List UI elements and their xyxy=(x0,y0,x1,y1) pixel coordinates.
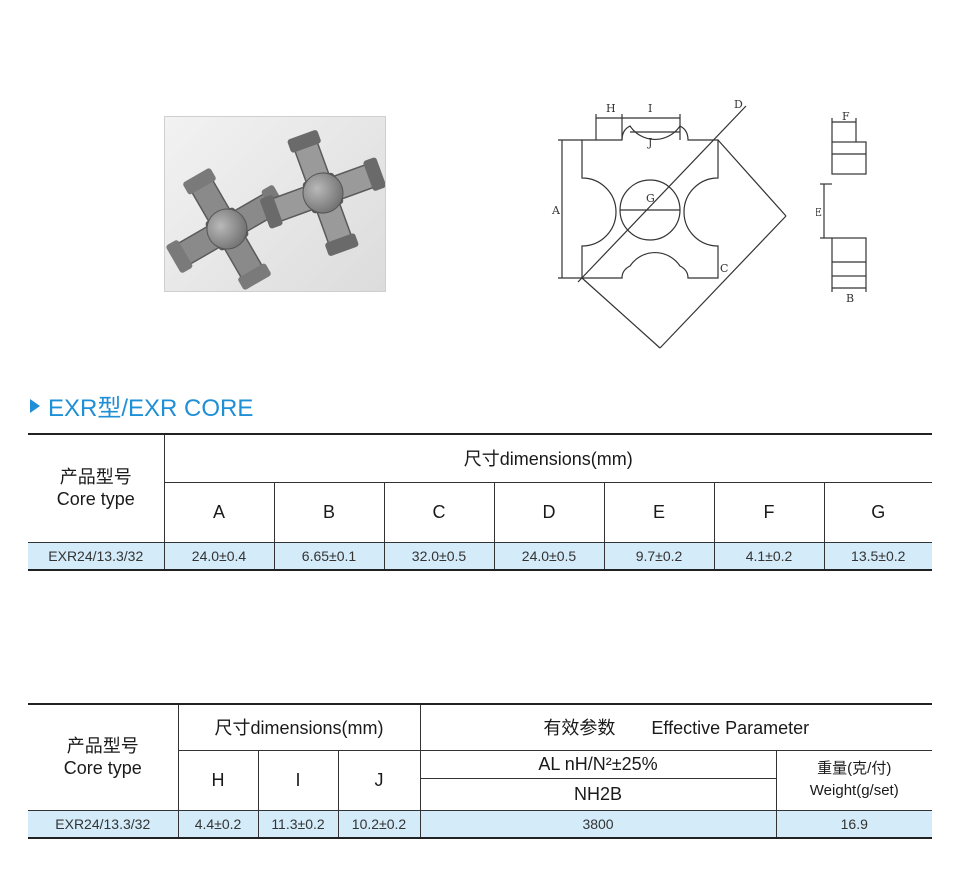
core-photo-graphic xyxy=(166,130,385,290)
triangle-arrow-icon xyxy=(30,398,40,413)
weight-en: Weight(g/set) xyxy=(809,782,899,799)
col-header-h: H xyxy=(177,749,259,811)
section-title-text: EXR型/EXR CORE xyxy=(48,395,254,422)
cell-b: 6.65±0.1 xyxy=(273,541,385,571)
label-f: F xyxy=(842,110,850,123)
effective-parameter-header: 有效参数 Effective Parameter xyxy=(419,703,933,751)
dimensions-header: 尺寸dimensions(mm) xyxy=(163,433,932,483)
col-header-j: J xyxy=(337,749,421,811)
col-header-e: E xyxy=(603,481,715,543)
material-header: NH2B xyxy=(419,777,777,811)
core-type-en-2: Core type xyxy=(63,758,142,779)
col-header-g: G xyxy=(823,481,932,543)
label-j: J xyxy=(647,136,652,149)
product-photo xyxy=(164,116,386,292)
col-header-d: D xyxy=(493,481,605,543)
core-type-en: Core type xyxy=(56,489,135,510)
label-c: C xyxy=(720,262,728,275)
cell-g: 13.5±0.2 xyxy=(823,541,932,571)
core-type-header-2: 产品型号 Core type xyxy=(28,703,179,811)
dimensions-header-2: 尺寸dimensions(mm) xyxy=(177,703,421,751)
section-title: EXR型/EXR CORE xyxy=(30,388,253,423)
label-g: G xyxy=(646,192,655,205)
col-header-f: F xyxy=(713,481,825,543)
top-view-drawing: H I J D A G C xyxy=(551,98,787,349)
cell-j: 10.2±0.2 xyxy=(337,809,421,839)
cell-weight: 16.9 xyxy=(775,809,933,839)
dimensions-table: 产品型号 Core type 尺寸dimensions(mm) A B C D … xyxy=(28,433,932,571)
label-h: H xyxy=(606,102,616,115)
core-type-header: 产品型号 Core type xyxy=(28,433,165,543)
weight-cn: 重量(克/付) xyxy=(817,760,892,777)
side-view-drawing: F E B xyxy=(816,110,867,305)
col-header-b: B xyxy=(273,481,385,543)
cell-al: 3800 xyxy=(419,809,777,839)
row-model-2: EXR24/13.3/32 xyxy=(28,809,179,839)
col-header-a: A xyxy=(163,481,275,543)
col-header-c: C xyxy=(383,481,495,543)
weight-header: 重量(克/付) Weight(g/set) xyxy=(775,749,933,811)
al-header: AL nH/N²±25% xyxy=(419,749,777,779)
col-header-i: I xyxy=(257,749,339,811)
cell-d: 24.0±0.5 xyxy=(493,541,605,571)
cell-c: 32.0±0.5 xyxy=(383,541,495,571)
cell-i: 11.3±0.2 xyxy=(257,809,339,839)
cell-e: 9.7±0.2 xyxy=(603,541,715,571)
cell-a: 24.0±0.4 xyxy=(163,541,275,571)
core-type-cn: 产品型号 xyxy=(59,467,132,488)
label-i: I xyxy=(648,102,652,115)
cell-f: 4.1±0.2 xyxy=(713,541,825,571)
cell-h: 4.4±0.2 xyxy=(177,809,259,839)
effective-parameter-table: 产品型号 Core type 尺寸dimensions(mm) 有效参数 Eff… xyxy=(28,703,933,839)
label-b: B xyxy=(846,292,854,305)
label-e: E xyxy=(816,206,822,219)
label-d: D xyxy=(734,98,743,111)
label-a: A xyxy=(551,204,561,217)
core-outline xyxy=(581,125,719,279)
row-model: EXR24/13.3/32 xyxy=(28,541,165,571)
core-type-cn-2: 产品型号 xyxy=(66,736,139,757)
